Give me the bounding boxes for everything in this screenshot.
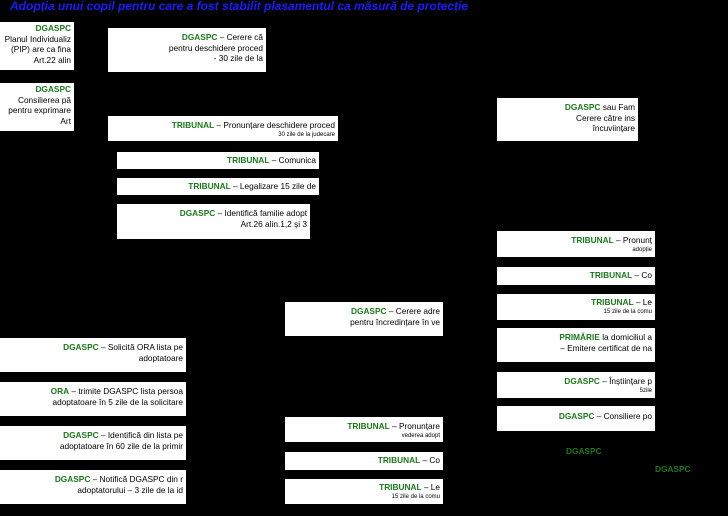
box-legalizare-2: TRIBUNAL – Le 15 zile de la comu: [497, 294, 655, 320]
label-dgaspc-b: DGASPC: [655, 464, 691, 474]
box-cerere-incuviintare: DGASPC sau Fam Cerere către ins încuviin…: [497, 98, 638, 141]
page-title: Adopția unui copil pentru care a fost st…: [10, 0, 469, 13]
box-consiliere-parinti: DGASPC Consilierea pă pentru exprimare A…: [0, 83, 74, 131]
box-legalizare-1: TRIBUNAL – Legalizare 15 zile de: [117, 178, 319, 195]
box-comunicare-3: TRIBUNAL – Co: [285, 452, 443, 470]
box-comunicare-2: TRIBUNAL – Co: [497, 267, 655, 285]
box-plan-individualizat: DGASPC Planul Individualiz (PIP) are ca …: [0, 22, 74, 70]
agency-label: DGASPC: [35, 84, 72, 94]
box-pronuntare-incredintare: TRIBUNAL – Pronunțare vederea adopt: [285, 417, 443, 442]
box-solicita-ora: DGASPC – Solicită ORA lista pe adoptatoa…: [0, 338, 186, 372]
box-pronuntare-deschidere: TRIBUNAL – Pronunțare deschidere proced …: [108, 116, 338, 141]
box-instiintare: DGASPC – Înștiințare p 5zile: [497, 372, 655, 398]
box-identifica-familie: DGASPC – Identifică familie adopt Art.26…: [117, 204, 310, 239]
box-consiliere-post: DGASPC – Consiliere po: [497, 406, 655, 431]
box-cerere-incredintare: DGASPC – Cerere adre pentru încredințare…: [285, 302, 443, 336]
box-cerere-deschidere: DGASPC – Cerere că pentru deschidere pro…: [108, 28, 266, 72]
box-ora-trimite: ORA – trimite DGASPC lista persoa adopta…: [0, 382, 186, 416]
box-primarie-certificat: PRIMĂRIE la domiciliul a – Emitere certi…: [497, 328, 655, 362]
label-dgaspc-a: DGASPC: [566, 446, 602, 456]
box-comunicare-1: TRIBUNAL – Comunica: [117, 152, 319, 169]
box-legalizare-3: TRIBUNAL – Le 15 zile de la comu: [285, 479, 443, 504]
box-notifica: DGASPC – Notifică DGASPC din r adoptator…: [0, 470, 186, 504]
agency-label: DGASPC: [35, 23, 72, 33]
box-identifica-lista: DGASPC – Identifică din lista pe adoptat…: [0, 426, 186, 460]
label-da: DA: [497, 245, 508, 254]
box-pronuntare-adoptie: TRIBUNAL – Pronunț adopție: [497, 231, 655, 257]
